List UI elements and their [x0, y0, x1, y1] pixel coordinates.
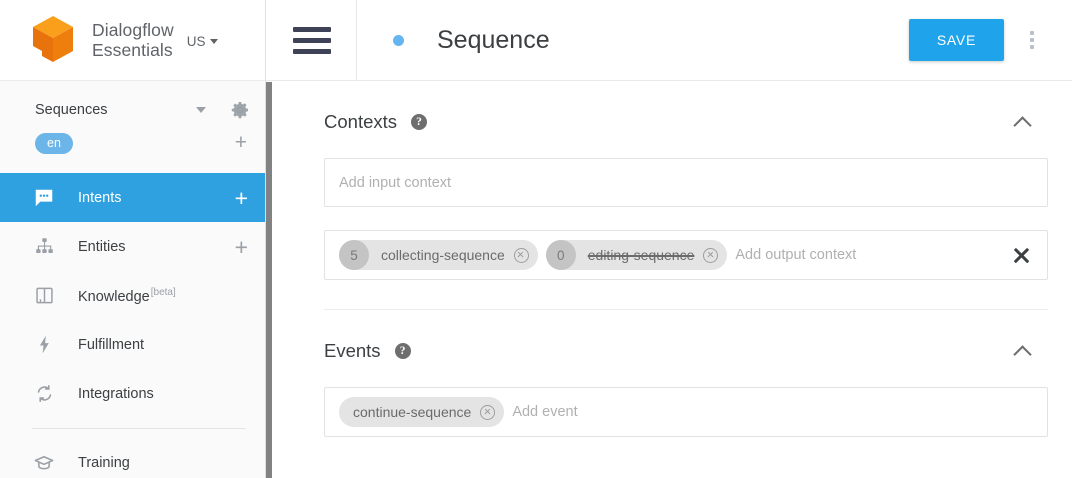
section-divider — [324, 309, 1048, 310]
agent-name: Sequences — [35, 102, 108, 118]
sidebar-item-integrations[interactable]: Integrations — [0, 369, 272, 418]
dialogflow-cube-logo — [28, 13, 78, 67]
beta-badge: [beta] — [150, 286, 176, 298]
language-chip-en[interactable]: en — [35, 132, 73, 154]
book-icon — [32, 284, 56, 308]
hamburger-menu-icon[interactable] — [293, 26, 331, 54]
sidebar-item-intents[interactable]: Intents + — [0, 173, 272, 222]
contexts-title: Contexts — [324, 111, 398, 132]
sidebar-item-label: Training — [78, 454, 130, 471]
events-field[interactable]: continue-sequence Add event — [324, 387, 1048, 437]
sidebar-item-label: Fulfillment — [78, 336, 145, 353]
chevron-up-icon[interactable] — [1014, 343, 1030, 359]
output-context-chip[interactable]: 5 collecting-sequence — [339, 240, 538, 270]
chip-lifespan-count: 0 — [545, 240, 576, 270]
sidebar-nav: Intents + En — [0, 173, 272, 478]
input-context-placeholder: Add input context — [339, 174, 452, 191]
graduation-cap-icon — [32, 451, 56, 475]
add-event-placeholder: Add event — [512, 404, 578, 420]
add-language-plus-icon[interactable]: + — [234, 131, 247, 154]
caret-down-icon — [209, 39, 218, 44]
sidebar-item-fulfillment[interactable]: Fulfillment — [0, 320, 272, 369]
language-row: en + — [0, 127, 272, 159]
region-label: US — [186, 34, 206, 49]
main-panel: Sequence SAVE Contexts ? Add input conte… — [272, 0, 1072, 478]
chip-label: continue-sequence — [353, 404, 472, 420]
knowledge-text: Knowledge — [78, 288, 150, 305]
topbar: Sequence SAVE — [272, 0, 1072, 81]
input-context-field[interactable]: Add input context — [324, 158, 1048, 207]
topbar-divider — [356, 0, 357, 81]
contexts-section: Contexts ? Add input context 5 collectin… — [324, 81, 1048, 310]
sidebar-item-label: Knowledge[beta] — [78, 287, 176, 305]
close-x-icon[interactable] — [1013, 247, 1030, 264]
help-question-icon[interactable]: ? — [411, 114, 428, 130]
gear-icon[interactable] — [230, 100, 250, 120]
events-header: Events ? — [324, 338, 1048, 364]
chip-label: collecting-sequence — [381, 247, 505, 263]
sidebar-item-training[interactable]: Training — [0, 438, 272, 478]
lightning-bolt-icon — [32, 333, 56, 357]
status-dot-blue — [393, 34, 404, 46]
kebab-menu-icon[interactable] — [1012, 31, 1052, 49]
sidebar: Dialogflow Essentials US Sequences en + — [0, 0, 272, 478]
sidebar-item-entities[interactable]: Entities + — [0, 222, 272, 271]
event-chip[interactable]: continue-sequence — [339, 397, 505, 427]
brand-name: Dialogflow Essentials — [78, 20, 174, 60]
brand-row: Dialogflow Essentials US — [0, 0, 272, 81]
chip-remove-icon[interactable] — [703, 247, 719, 263]
sidebar-item-label: Entities — [78, 238, 126, 255]
sidebar-item-label: Integrations — [78, 385, 154, 402]
chip-remove-icon[interactable] — [513, 247, 529, 263]
events-title: Events — [324, 340, 381, 361]
caret-down-icon[interactable] — [196, 107, 206, 113]
brand-name-line2: Essentials — [92, 40, 173, 60]
chat-bubble-icon — [32, 186, 56, 210]
add-intent-plus-icon[interactable]: + — [234, 184, 248, 211]
sidebar-border — [265, 0, 266, 478]
region-selector[interactable]: US — [187, 31, 218, 49]
save-button[interactable]: SAVE — [908, 19, 1004, 61]
page-title: Sequence — [437, 25, 550, 54]
sync-refresh-icon — [32, 382, 56, 406]
contexts-header: Contexts ? — [324, 109, 1048, 135]
agent-selector[interactable]: Sequences — [0, 93, 272, 127]
sidebar-item-knowledge[interactable]: Knowledge[beta] — [0, 271, 272, 320]
sidebar-item-label: Intents — [78, 189, 122, 206]
chip-remove-icon[interactable] — [480, 404, 496, 420]
content-area: Contexts ? Add input context 5 collectin… — [272, 81, 1072, 437]
output-context-chip[interactable]: 0 editing-sequence — [545, 240, 728, 270]
brand-name-line1: Dialogflow — [92, 20, 174, 40]
output-context-field[interactable]: 5 collecting-sequence 0 editing-sequence… — [324, 230, 1048, 280]
chip-lifespan-count: 5 — [339, 240, 369, 270]
add-entity-plus-icon[interactable]: + — [234, 233, 248, 260]
chevron-up-icon[interactable] — [1014, 114, 1030, 130]
help-question-icon[interactable]: ? — [394, 343, 411, 359]
org-chart-icon — [32, 235, 56, 259]
events-section: Events ? continue-sequence Add event — [324, 310, 1048, 437]
output-context-placeholder: Add output context — [735, 247, 857, 263]
chip-label: editing-sequence — [587, 247, 695, 263]
sidebar-divider — [32, 428, 246, 429]
sidebar-scrollbar[interactable] — [266, 82, 272, 478]
